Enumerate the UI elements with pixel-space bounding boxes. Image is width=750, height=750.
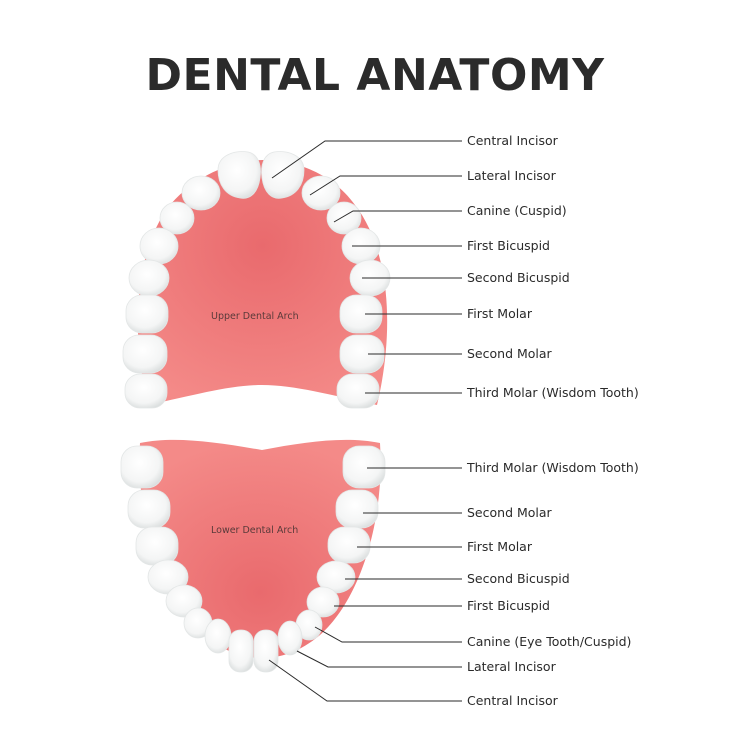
label-lower-canine: Canine (Eye Tooth/Cuspid) [467,634,632,649]
leader-line-upper-canine [333,210,462,223]
leader-line-lower-canine [314,626,462,643]
upper-first-molar-left-tooth [125,294,169,334]
lower-second-molar-left-tooth [127,489,171,529]
upper-arch [122,151,391,409]
upper-canine-left-tooth [159,201,195,235]
label-lower-first-bicuspid: First Bicuspid [467,598,550,613]
lower-first-bicuspid-right-tooth [306,586,340,618]
label-upper-second-molar: Second Molar [467,346,552,361]
label-upper-second-bicuspid: Second Bicuspid [467,270,570,285]
upper-central-incisor-left-tooth [217,151,261,199]
leader-line-upper-lateral-incisor [309,175,462,196]
upper-third-molar-left-tooth [124,373,168,409]
upper-first-bicuspid-left-tooth [139,227,179,265]
lower-third-molar-left-tooth [120,445,164,489]
lower-teeth [120,445,386,673]
label-lower-second-molar: Second Molar [467,505,552,520]
label-upper-central-incisor: Central Incisor [467,133,558,148]
lower-arch-label: Lower Dental Arch [211,525,299,536]
label-lower-central-incisor: Central Incisor [467,693,558,708]
leader-line-lower-central-incisor [268,659,462,702]
lower-central-incisor-right-tooth [253,629,279,673]
label-upper-third-molar: Third Molar (Wisdom Tooth) [467,385,639,400]
label-upper-canine: Canine (Cuspid) [467,203,567,218]
leader-line-lower-lateral-incisor [296,650,462,668]
upper-lateral-incisor-left-tooth [181,175,221,211]
upper-second-bicuspid-left-tooth [128,259,170,297]
diagram-title: DENTAL ANATOMY [145,50,605,101]
upper-gum [137,160,388,405]
label-lower-second-bicuspid: Second Bicuspid [467,571,570,586]
leader-line-upper-central-incisor [271,140,462,179]
upper-third-molar-right-tooth [336,373,380,409]
upper-lateral-incisor-right-tooth [301,175,341,211]
label-upper-first-molar: First Molar [467,306,532,321]
upper-second-molar-left-tooth [122,334,168,374]
lower-lateral-incisor-right-tooth [277,620,303,656]
upper-teeth [122,151,391,409]
lower-third-molar-right-tooth [342,445,386,489]
lower-central-incisor-left-tooth [228,629,254,673]
upper-leader-lines [271,140,462,394]
label-lower-third-molar: Third Molar (Wisdom Tooth) [467,460,639,475]
upper-canine-right-tooth [326,201,362,235]
lower-first-molar-right-tooth [327,526,371,564]
lower-leader-lines [268,467,462,702]
lower-first-molar-left-tooth [135,526,179,566]
label-lower-lateral-incisor: Lateral Incisor [467,659,556,674]
lower-second-molar-right-tooth [335,489,379,529]
label-lower-first-molar: First Molar [467,539,532,554]
label-upper-first-bicuspid: First Bicuspid [467,238,550,253]
lower-lateral-incisor-left-tooth [204,618,232,654]
label-upper-lateral-incisor: Lateral Incisor [467,168,556,183]
lower-arch [120,439,386,673]
upper-arch-label: Upper Dental Arch [211,311,299,322]
